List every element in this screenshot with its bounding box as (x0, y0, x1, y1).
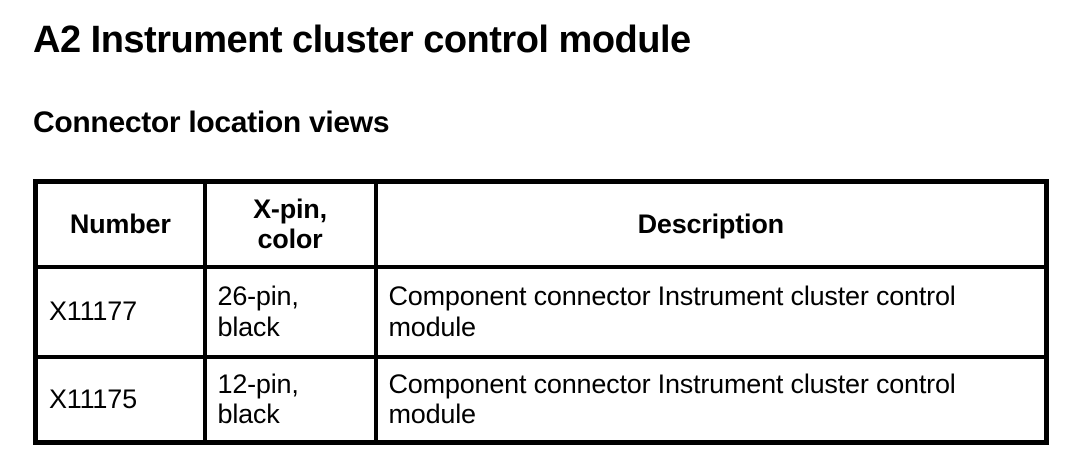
column-header-pin-color: X-pin, color (202, 179, 378, 269)
cell-pin-color: 26-pin, black (202, 264, 378, 359)
column-header-number: Number (33, 179, 207, 269)
page-title: A2 Instrument cluster control module (33, 19, 691, 61)
table-row: X11177 26-pin, black Component connector… (33, 264, 1049, 359)
section-subtitle: Connector location views (33, 106, 390, 139)
cell-pin-color: 12-pin, black (202, 354, 378, 445)
cell-description: Component connector Instrument cluster c… (373, 264, 1049, 359)
table-header-row: Number X-pin, color Description (33, 179, 1049, 269)
cell-number: X11175 (33, 354, 207, 445)
page-content: A2 Instrument cluster control module Con… (33, 19, 1049, 445)
cell-description: Component connector Instrument cluster c… (373, 354, 1049, 445)
cell-number: X11177 (33, 264, 207, 359)
column-header-description: Description (373, 179, 1049, 269)
connector-table: Number X-pin, color Description X11177 2… (33, 179, 1049, 445)
table-row: X11175 12-pin, black Component connector… (33, 354, 1049, 445)
